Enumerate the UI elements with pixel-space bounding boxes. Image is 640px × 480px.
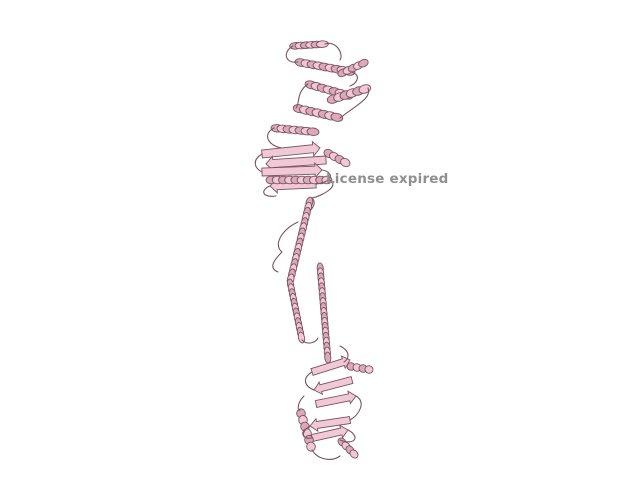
beta-strand [314,390,357,408]
loop-coil [263,185,277,197]
loop-coil [339,87,370,119]
alpha-helix [337,437,359,459]
middle-beta-sheet-domain [254,140,351,215]
loop-coil [339,345,349,363]
loop-coil [349,71,358,87]
alpha-helix [286,278,306,344]
license-expired-watermark: License expired [326,171,449,187]
loop-coil [267,127,283,149]
alpha-helix [292,104,344,122]
alpha-helix [296,408,316,452]
loop-coil [254,153,263,173]
helix-turn [330,112,344,122]
helix-turn [315,40,329,48]
loop-coil [315,169,331,185]
loop-coil [302,425,313,439]
alpha-helix [323,148,351,168]
beta-strand [310,355,351,376]
beta-strand [313,376,354,396]
loop-coil [349,395,362,421]
coiled-coil-helices [272,196,332,364]
alpha-helix [346,362,374,374]
alpha-helix [286,196,314,286]
alpha-helix [316,262,332,364]
helix-turn [364,365,374,374]
helix-turn [306,127,320,136]
helix-turn [349,449,359,459]
helix-turn [358,84,372,94]
loop-coil [285,45,299,63]
loop-coil [324,42,342,61]
loop-coil [339,429,356,443]
alpha-helix [326,84,372,104]
loop-coil [311,449,341,460]
beta-strand [261,161,323,179]
loop-coil [297,395,305,411]
alpha-helix [270,124,320,136]
loop-coil [304,371,315,391]
alpha-helix [265,175,333,185]
beta-strand [310,424,349,442]
alpha-helix [337,58,369,78]
loop-coil [301,337,319,344]
helix-turn [358,58,369,68]
alpha-helix [289,40,329,50]
loop-coil [295,83,309,109]
helix-turn [340,157,351,168]
upper-globular-domain [267,40,372,149]
beta-strand [309,416,352,433]
loop-coil [311,179,334,199]
beta-strand [261,140,321,159]
loop-coil [272,221,299,273]
lower-globular-domain [296,345,374,460]
alpha-helix [294,58,356,76]
